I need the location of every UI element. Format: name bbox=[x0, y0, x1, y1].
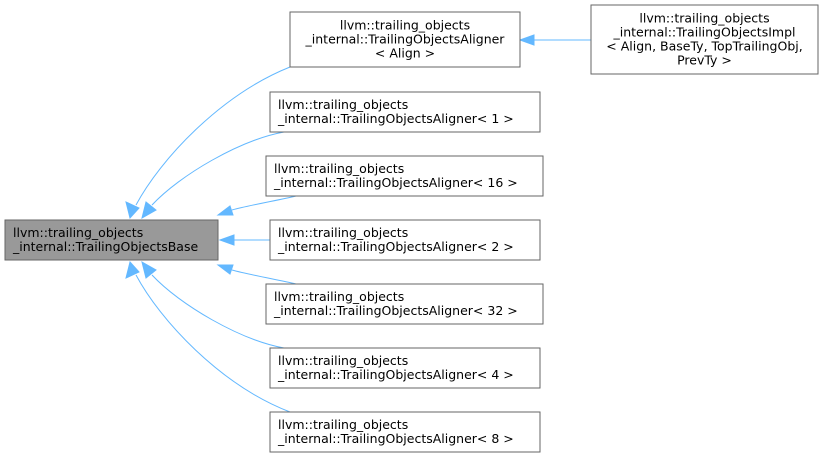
class-name-line: llvm::trailing_objects bbox=[340, 18, 470, 33]
class-node-aligner-align[interactable]: llvm::trailing_objects_internal::Trailin… bbox=[289, 11, 521, 68]
edge-aligner-4 bbox=[151, 274, 285, 349]
class-name-line: llvm::trailing_objects bbox=[278, 97, 408, 112]
class-nodes: llvm::trailing_objects_internal::Trailin… bbox=[4, 4, 819, 453]
inheritance-edges bbox=[125, 34, 591, 413]
class-name-line: _internal::TrailingObjectsBase bbox=[12, 239, 198, 254]
edge-aligner-32 bbox=[231, 269, 297, 285]
class-box bbox=[269, 411, 541, 453]
arrowhead-impl bbox=[518, 34, 535, 46]
class-box bbox=[265, 283, 544, 325]
arrowhead-aligner-4 bbox=[141, 260, 157, 279]
edge-aligner-8 bbox=[135, 274, 291, 413]
arrowhead-aligner-16 bbox=[216, 205, 234, 216]
arrowhead-aligner-align bbox=[125, 201, 140, 220]
class-name-line: llvm::trailing_objects bbox=[639, 11, 769, 26]
class-node-aligner-4[interactable]: llvm::trailing_objects_internal::Trailin… bbox=[269, 347, 541, 389]
class-name-line: llvm::trailing_objects bbox=[278, 225, 408, 240]
class-box bbox=[269, 91, 541, 133]
arrowhead-aligner-8 bbox=[125, 260, 140, 279]
arrowhead-aligner-2 bbox=[218, 234, 235, 246]
class-name-line: llvm::trailing_objects bbox=[278, 353, 408, 368]
class-name-line: llvm::trailing_objects bbox=[274, 161, 404, 176]
class-name-line: _internal::TrailingObjectsAligner< 32 > bbox=[273, 303, 518, 318]
class-node-aligner-16[interactable]: llvm::trailing_objects_internal::Trailin… bbox=[265, 155, 544, 197]
class-name-line: _internal::TrailingObjectsAligner< 16 > bbox=[273, 175, 518, 190]
class-node-aligner-2[interactable]: llvm::trailing_objects_internal::Trailin… bbox=[269, 219, 541, 261]
class-node-base[interactable]: llvm::trailing_objects_internal::Trailin… bbox=[4, 219, 219, 261]
class-name-line: _internal::TrailingObjectsAligner bbox=[305, 32, 506, 47]
class-box bbox=[269, 219, 541, 261]
edge-aligner-align bbox=[135, 66, 291, 206]
class-name-line: llvm::trailing_objects bbox=[278, 417, 408, 432]
edge-aligner-16 bbox=[231, 195, 297, 211]
class-name-line: PrevTy > bbox=[677, 53, 732, 68]
class-box bbox=[269, 347, 541, 389]
class-name-line: llvm::trailing_objects bbox=[274, 289, 404, 304]
class-box bbox=[265, 155, 544, 197]
class-name-line: llvm::trailing_objects bbox=[13, 225, 143, 240]
class-name-line: _internal::TrailingObjectsImpl bbox=[612, 25, 795, 40]
class-node-impl[interactable]: llvm::trailing_objects_internal::Trailin… bbox=[590, 4, 819, 75]
edge-aligner-1 bbox=[151, 131, 285, 206]
arrowhead-aligner-32 bbox=[216, 264, 234, 275]
class-box bbox=[4, 219, 219, 261]
class-box bbox=[590, 4, 819, 75]
class-name-line: _internal::TrailingObjectsAligner< 8 > bbox=[277, 431, 514, 446]
class-name-line: _internal::TrailingObjectsAligner< 4 > bbox=[277, 367, 514, 382]
class-node-aligner-32[interactable]: llvm::trailing_objects_internal::Trailin… bbox=[265, 283, 544, 325]
class-name-line: _internal::TrailingObjectsAligner< 2 > bbox=[277, 239, 514, 254]
arrowhead-aligner-1 bbox=[141, 201, 157, 220]
class-name-line: _internal::TrailingObjectsAligner< 1 > bbox=[277, 111, 514, 126]
class-node-aligner-8[interactable]: llvm::trailing_objects_internal::Trailin… bbox=[269, 411, 541, 453]
class-name-line: < Align > bbox=[375, 46, 435, 61]
class-node-aligner-1[interactable]: llvm::trailing_objects_internal::Trailin… bbox=[269, 91, 541, 133]
class-box bbox=[289, 11, 521, 68]
class-name-line: < Align, BaseTy, TopTrailingObj, bbox=[606, 39, 802, 54]
